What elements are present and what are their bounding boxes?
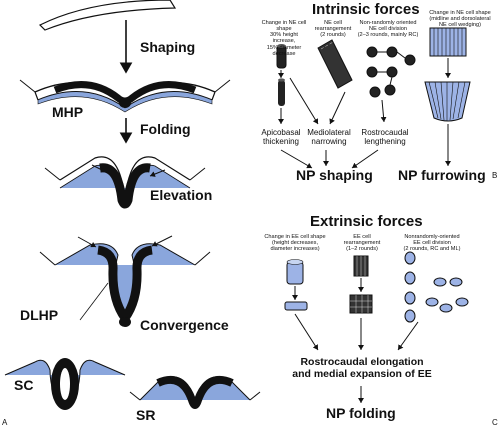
np-shaping: NP shaping <box>296 167 373 183</box>
c-elongation: Rostrocaudal elongation and medial expan… <box>292 356 432 381</box>
np-furrowing: NP furrowing <box>398 167 486 183</box>
ne-cell-shape-icon <box>276 44 287 106</box>
intrinsic-forces-title: Intrinsic forces <box>312 1 420 18</box>
label-sc: SC <box>14 377 34 393</box>
panel-b-drawings <box>276 27 471 169</box>
panel-a-drawings <box>4 0 261 410</box>
ne-cell-division-icon <box>366 46 416 98</box>
flat-neural-plate <box>38 0 177 31</box>
b-mediolateral: Mediolateral narrowing <box>307 128 351 147</box>
b-label-rearrangement: NE cell rearrangement (2 rounds) <box>314 20 352 39</box>
b-label-cell-shape: Change in NE cell shape 30% height incre… <box>261 20 307 57</box>
extrinsic-forces-title: Extrinsic forces <box>310 213 423 230</box>
ee-cell-shape-icon <box>284 259 308 311</box>
label-elevation: Elevation <box>150 187 213 203</box>
c-label-division: Nonrandomly-oriented EE cell division (2… <box>403 234 461 253</box>
label-mhp: MHP <box>52 104 84 120</box>
panel-b-letter: B <box>492 171 498 180</box>
sc-stage <box>4 358 126 410</box>
convergence-stage <box>39 235 211 327</box>
b-rostrocaudal: Rostrocaudal lengthening <box>361 128 409 147</box>
c-label-cell-shape: Change in EE cell shape (height decrease… <box>264 234 326 253</box>
mhp-stage <box>19 79 231 113</box>
np-folding: NP folding <box>326 405 396 421</box>
ne-cell-wedging-icon <box>424 27 471 122</box>
label-dlhp: DLHP <box>20 307 59 323</box>
label-folding: Folding <box>140 121 191 137</box>
c-label-rearrangement: EE cell rearrangement (1–2 rounds) <box>343 234 381 253</box>
panel-c-arrows <box>294 313 419 403</box>
panel-c-letter: C <box>492 418 498 427</box>
label-convergence: Convergence <box>140 317 229 333</box>
b-label-division: Non-randomly oriented NE cell division (… <box>357 20 419 39</box>
elevation-stage <box>44 156 206 209</box>
b-label-wedging: Change in NE cell shape (midline and dor… <box>429 10 491 29</box>
panel-a-letter: A <box>2 418 8 427</box>
label-sr: SR <box>136 407 156 423</box>
panel-c-drawings <box>284 251 469 403</box>
ne-rearrangement-icon <box>317 39 356 90</box>
b-apicobasal: Apicobasal thickening <box>261 128 301 147</box>
sr-stage <box>129 375 261 409</box>
label-shaping: Shaping <box>140 39 196 55</box>
ee-cell-division-icon <box>404 251 469 323</box>
ee-rearrangement-icon <box>349 255 373 314</box>
panel-b-arrows <box>278 77 451 169</box>
